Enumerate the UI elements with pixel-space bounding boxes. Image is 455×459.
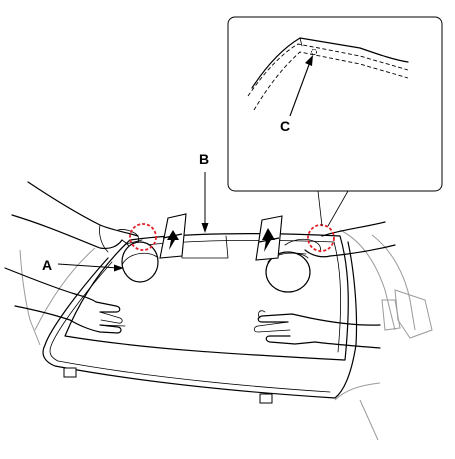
alignment-decal-left [159,213,187,259]
label-c: C [280,118,290,134]
molding-clip-left [63,367,77,378]
callout-a: A [42,257,124,273]
windshield-molding [42,241,358,404]
callout-c: C [280,55,313,134]
label-a: A [42,257,52,273]
label-b: B [199,151,209,167]
suction-cup-right [265,251,311,293]
lower-right-hand [253,310,381,349]
alignment-decal-right [255,215,283,261]
highlight-circle-right [307,224,335,252]
suction-cup-a [121,239,159,283]
upper-left-arm [11,181,139,257]
callout-b: B [199,151,209,233]
windshield-glass [64,233,349,361]
lower-left-hand [4,267,126,334]
molding-clip-right [259,393,273,404]
detail-inset [227,16,443,227]
car-body [19,229,433,441]
highlight-circle-left [129,223,157,251]
